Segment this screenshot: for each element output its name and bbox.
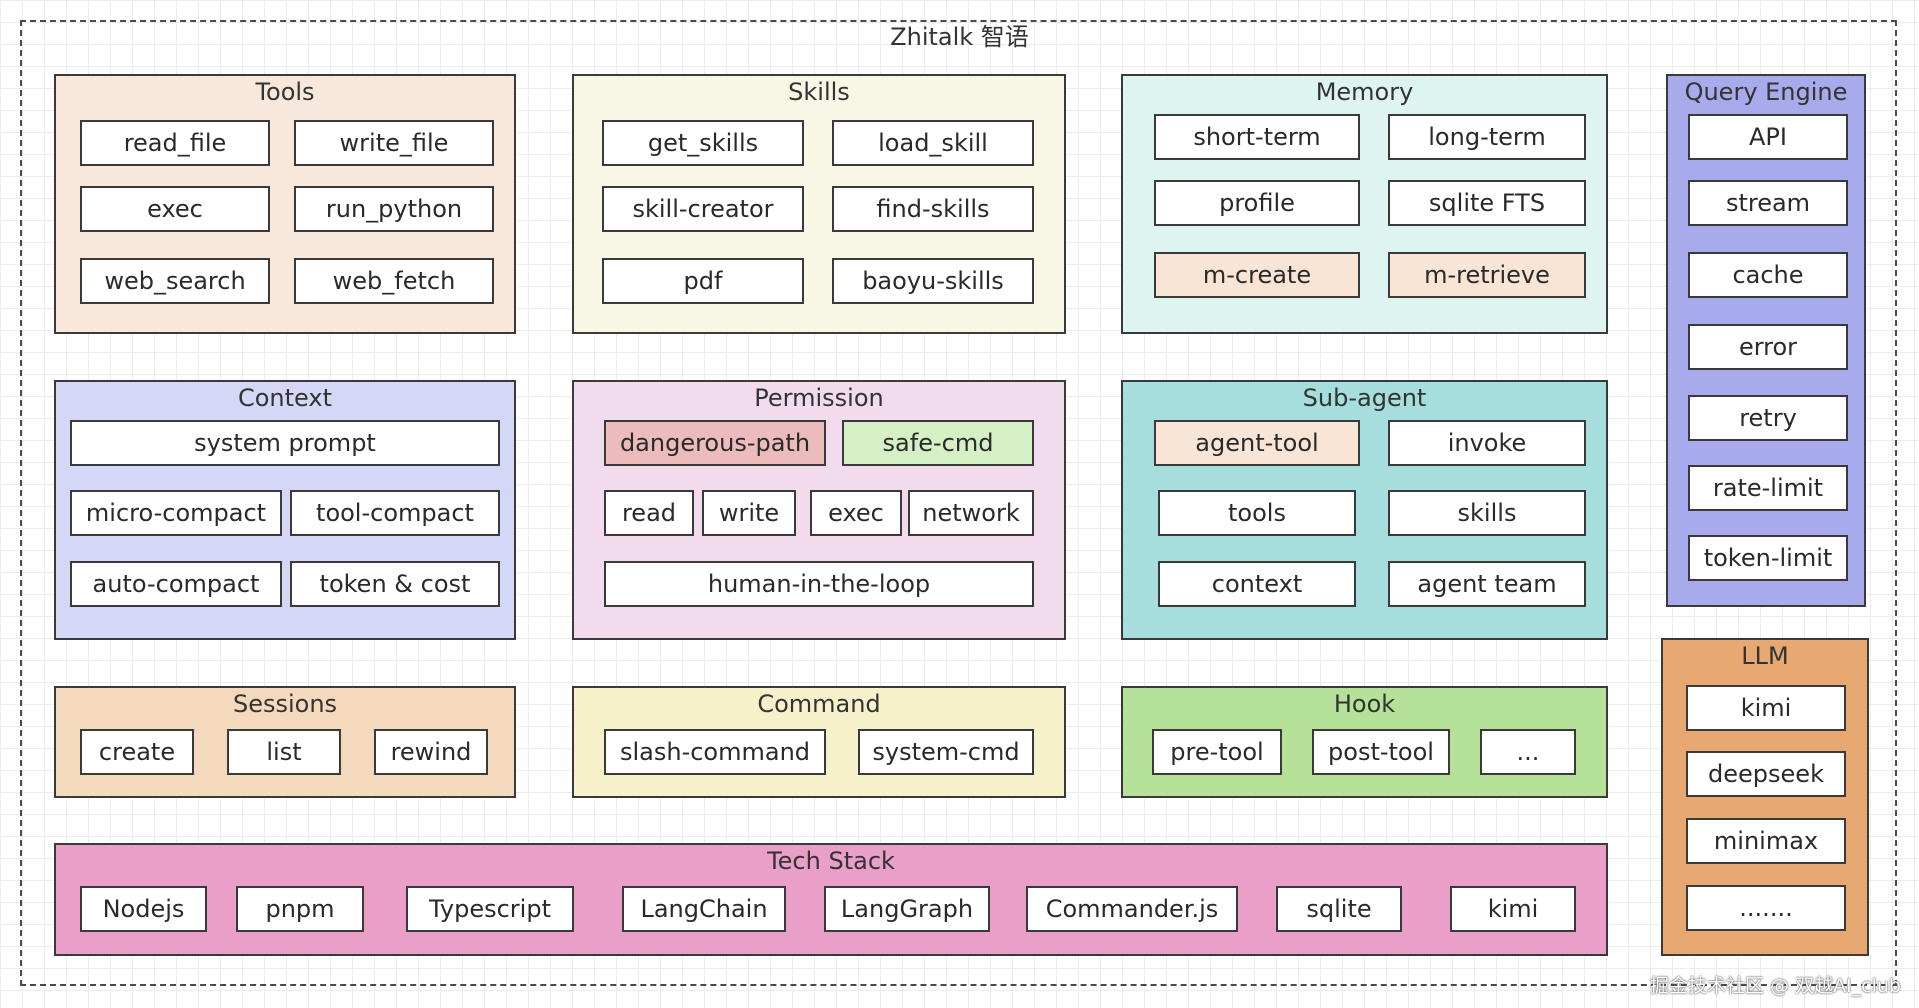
llm-item-minimax[interactable]: minimax [1686,818,1846,864]
hook-item-pre-tool[interactable]: pre-tool [1152,729,1282,775]
tools-item-web-search[interactable]: web_search [80,258,270,304]
subagent-item-agent-team[interactable]: agent team [1388,561,1586,607]
command-item-slash-command[interactable]: slash-command [604,729,826,775]
permission-item-read[interactable]: read [604,490,694,536]
skills-item-skill-creator[interactable]: skill-creator [602,186,804,232]
group-title: LLM [1741,642,1789,670]
group-llm: LLM kimi deepseek minimax....... [1661,638,1869,956]
memory-item-m-retrieve[interactable]: m-retrieve [1388,252,1586,298]
diagram-frame [20,20,1897,986]
group-skills: Skills get_skills load_skill skill-creator f… [572,74,1066,334]
permission-item-safe-cmd[interactable]: safe-cmd [842,420,1034,466]
permission-item-human-in-the-loop[interactable]: human-in-the-loop [604,561,1034,607]
context-item-micro-compact[interactable]: micro-compact [70,490,282,536]
memory-item-m-create[interactable]: m-create [1154,252,1360,298]
hook-item-post-tool[interactable]: post-tool [1312,729,1450,775]
skills-item-get-skills[interactable]: get_skills [602,120,804,166]
subagent-item-tools[interactable]: tools [1158,490,1356,536]
group-title: Query Engine [1684,78,1848,106]
group-subagent: Sub-agent agent-tool invoke tools skills cont… [1121,380,1608,640]
query-engine-item-api[interactable]: API [1688,114,1848,160]
skills-item-baoyu-skills[interactable]: baoyu-skills [832,258,1034,304]
group-title: Sub-agent [1302,384,1427,412]
permission-item-exec[interactable]: exec [810,490,902,536]
memory-item-sqlite-fts[interactable]: sqlite FTS [1388,180,1586,226]
memory-item-long-term[interactable]: long-term [1388,114,1586,160]
subagent-item-agent-tool[interactable]: agent-tool [1154,420,1360,466]
group-title: Tools [255,78,315,106]
command-item-system-cmd[interactable]: system-cmd [858,729,1034,775]
query-engine-item-error[interactable]: error [1688,324,1848,370]
memory-item-short-term[interactable]: short-term [1154,114,1360,160]
group-title: Skills [788,78,850,106]
permission-item-network[interactable]: network [908,490,1034,536]
techstack-item-commander-js[interactable]: Commander.js [1026,886,1238,932]
llm-item-deepseek[interactable]: deepseek [1686,751,1846,797]
group-title: Command [757,690,881,718]
techstack-item-nodejs[interactable]: Nodejs [80,886,207,932]
subagent-item-skills[interactable]: skills [1388,490,1586,536]
techstack-item-kimi[interactable]: kimi [1450,886,1576,932]
tools-item-read-file[interactable]: read_file [80,120,270,166]
diagram-title: Zhitalk 智语 [890,23,1029,51]
tools-item-exec[interactable]: exec [80,186,270,232]
query-engine-item-stream[interactable]: stream [1688,180,1848,226]
llm-item-ellipsis[interactable]: ....... [1686,885,1846,931]
techstack-item-sqlite[interactable]: sqlite [1276,886,1402,932]
query-engine-item-cache[interactable]: cache [1688,252,1848,298]
permission-item-dangerous-path[interactable]: dangerous-path [604,420,826,466]
sessions-item-rewind[interactable]: rewind [374,729,488,775]
permission-item-write[interactable]: write [702,490,796,536]
watermark: 掘金技术社区 @ 双越AI_club [1649,975,1901,997]
skills-item-pdf[interactable]: pdf [602,258,804,304]
group-title: Tech Stack [767,847,895,875]
group-title: Memory [1315,78,1414,106]
skills-item-load-skill[interactable]: load_skill [832,120,1034,166]
query-engine-item-token-limit[interactable]: token-limit [1688,535,1848,581]
tools-item-write-file[interactable]: write_file [294,120,494,166]
subagent-item-context[interactable]: context [1158,561,1356,607]
group-title: Hook [1333,690,1396,718]
group-memory: Memory short-term long-term profile sqlite F… [1121,74,1608,334]
context-item-token-and-cost[interactable]: token & cost [290,561,500,607]
context-item-auto-compact[interactable]: auto-compact [70,561,282,607]
tools-item-web-fetch[interactable]: web_fetch [294,258,494,304]
tools-item-run-python[interactable]: run_python [294,186,494,232]
llm-item-kimi[interactable]: kimi [1686,685,1846,731]
group-title: Context [237,384,333,412]
techstack-item-typescript[interactable]: Typescript [406,886,574,932]
hook-item-ellipsis[interactable]: ... [1480,729,1576,775]
techstack-item-langgraph[interactable]: LangGraph [824,886,990,932]
techstack-item-pnpm[interactable]: pnpm [236,886,364,932]
query-engine-item-retry[interactable]: retry [1688,395,1848,441]
memory-item-profile[interactable]: profile [1154,180,1360,226]
group-sessions: Sessions create list rewind [54,686,516,798]
subagent-item-invoke[interactable]: invoke [1388,420,1586,466]
skills-item-find-skills[interactable]: find-skills [832,186,1034,232]
group-command: Command slash-command system-cmd [572,686,1066,798]
sessions-item-list[interactable]: list [227,729,341,775]
context-item-system-prompt[interactable]: system prompt [70,420,500,466]
group-title: Sessions [232,690,338,718]
sessions-item-create[interactable]: create [80,729,194,775]
group-title: Permission [754,384,884,412]
group-hook: Hook pre-tool post-tool... [1121,686,1608,798]
context-item-tool-compact[interactable]: tool-compact [290,490,500,536]
techstack-item-langchain[interactable]: LangChain [622,886,786,932]
query-engine-item-rate-limit[interactable]: rate-limit [1688,465,1848,511]
